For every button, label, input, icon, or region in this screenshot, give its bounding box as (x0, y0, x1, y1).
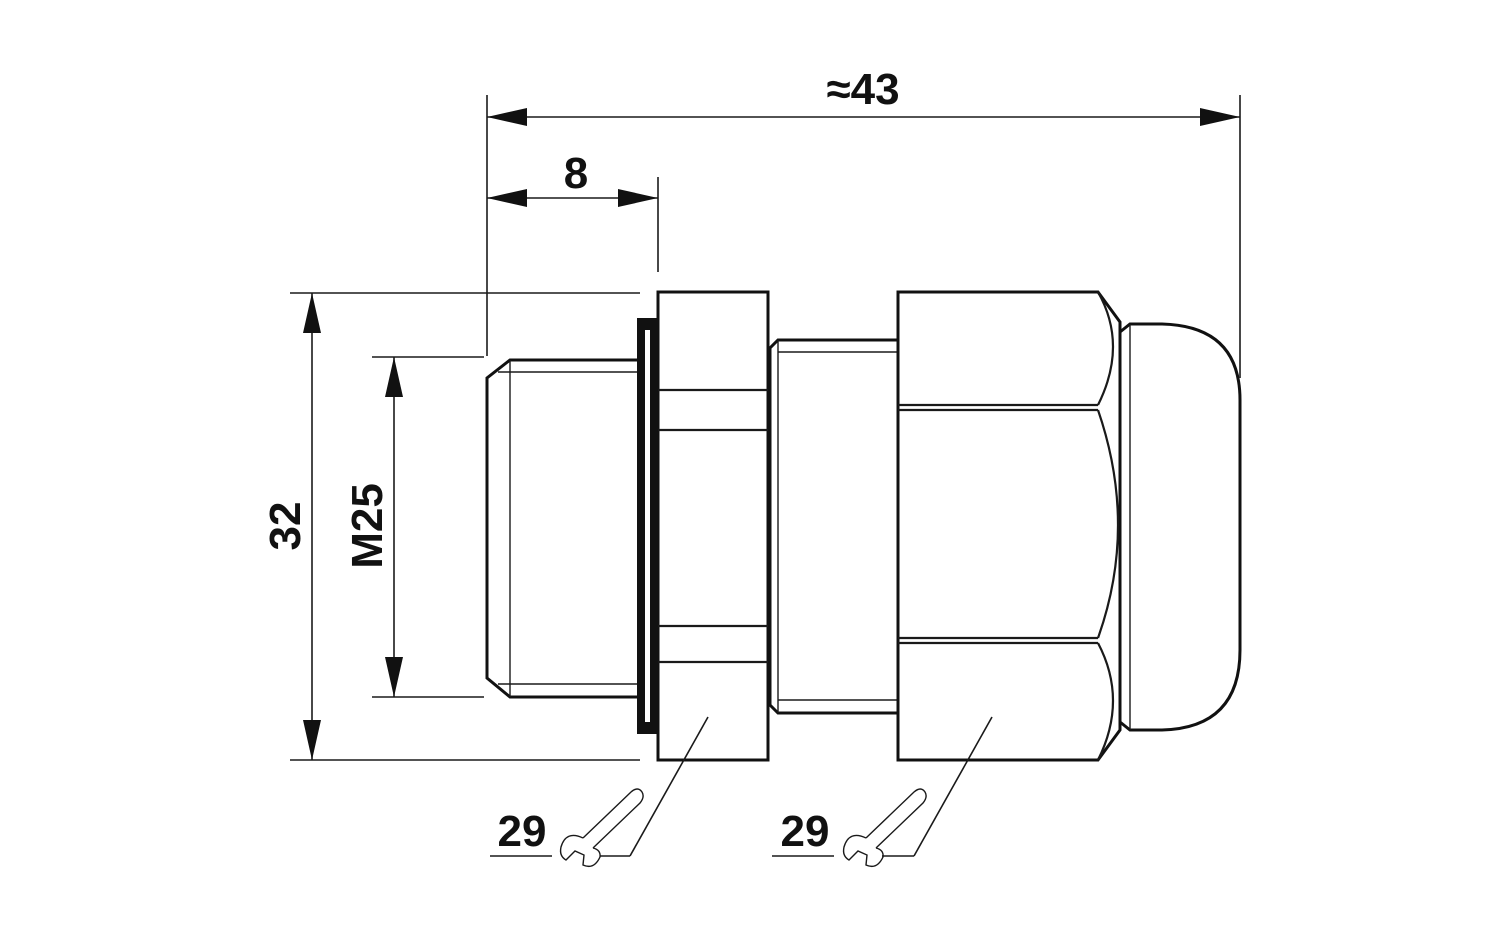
wrench-icon (842, 788, 927, 868)
dome-nut (896, 290, 1122, 762)
middle-thread (768, 338, 898, 715)
thread-length-label: 8 (564, 149, 588, 198)
extension-lines (290, 95, 1241, 761)
dim-thread-size: M25 (343, 357, 403, 697)
dim-outer-height: 32 (261, 293, 321, 760)
dim-thread-length: 8 (487, 149, 658, 207)
body-nut (656, 290, 770, 762)
overall-length-label: ≈43 (826, 65, 899, 114)
dome-nut-wrench-size: 29 (781, 807, 830, 856)
body-nut-wrench-size: 29 (498, 807, 547, 856)
wrench-icon (559, 788, 644, 868)
wrench-callout-dome-nut: 29 (772, 716, 993, 868)
thread-size-label: M25 (343, 483, 392, 569)
seal-insert (1119, 322, 1242, 732)
dim-overall-length: ≈43 (487, 65, 1240, 126)
wrench-callout-body-nut: 29 (490, 716, 709, 868)
thread-section (485, 358, 640, 699)
outer-height-label: 32 (261, 502, 310, 551)
